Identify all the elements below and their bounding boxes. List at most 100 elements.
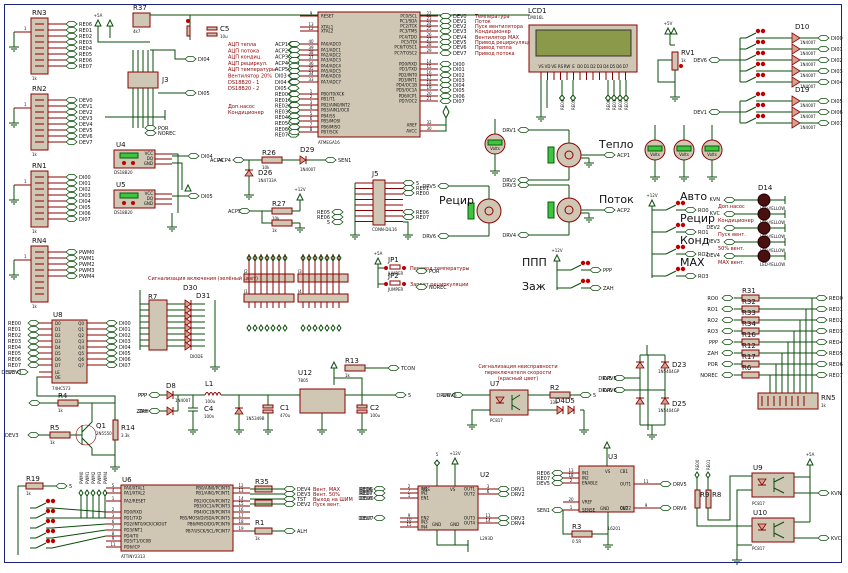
net-terminal-di04[interactable]: DI04 [184,56,210,64]
net-terminal-dev5[interactable]: DEV5 [65,127,93,135]
net-terminal-reo2[interactable]: REO2 [815,317,843,325]
net-terminal-x[interactable] [721,361,734,367]
net-terminal-di01[interactable]: DI01 [817,46,843,54]
switch[interactable] [740,50,766,61]
net-terminal-ro0[interactable]: RO0 [684,207,709,215]
net-terminal-di07[interactable]: DI07 [105,362,131,370]
switch[interactable] [30,498,56,509]
net-terminal-drv4[interactable]: DRV4 [497,520,525,528]
net-terminal-di01[interactable]: DI01 [65,180,91,188]
net-terminal-reo4[interactable]: REO4 [815,339,843,347]
net-terminal-zah[interactable]: ZAH [136,408,161,416]
net-terminal-drv5[interactable]: DRV5 [598,375,626,383]
net-terminal-re00[interactable]: RE00 [402,190,429,198]
net-terminal-dev7[interactable]: DEV7 [358,515,386,523]
net-terminal-x[interactable] [288,96,301,102]
net-terminal-re06[interactable]: RE06 [65,57,92,65]
net-terminal-di04[interactable]: DI04 [105,344,131,352]
net-terminal-pwm4[interactable]: PWM4 [65,273,94,281]
net-terminal-alh[interactable]: ALH [283,528,307,536]
switch[interactable] [740,113,766,124]
switch-ro1[interactable] [660,222,686,233]
net-terminal-x[interactable] [288,41,301,47]
switch[interactable] [740,61,766,72]
switch-ro2[interactable] [660,244,686,255]
net-terminal-ro2[interactable]: RO2 [684,251,709,259]
net-terminal-acp4[interactable]: ACP4 [218,157,245,165]
net-terminal-dev6[interactable]: DEV6 [439,44,467,52]
net-terminal-di02[interactable]: DI02 [65,186,91,194]
net-terminal-re02[interactable]: RE02 [65,33,92,41]
net-terminal-drv5[interactable]: DRV5 [659,481,687,489]
net-terminal-reo6[interactable]: REO6 [815,361,843,369]
net-terminal-dev6[interactable]: DEV6 [358,495,386,503]
net-terminal-di03[interactable]: DI03 [817,68,843,76]
net-terminal-di07[interactable]: DI07 [65,216,91,224]
net-terminal-x[interactable] [288,129,301,135]
net-terminal-dev3[interactable]: DEV3 [1,369,29,377]
switch[interactable] [740,28,766,39]
net-terminal-5[interactable]: 5 [327,219,344,227]
net-terminal-acp1[interactable]: ACP1 [603,152,630,160]
net-terminal-di05[interactable]: DI05 [65,204,91,212]
net-terminal-dev5[interactable]: DEV5 [536,480,564,488]
switch-ro0[interactable] [660,200,686,211]
net-terminal-dev6[interactable]: DEV6 [65,133,93,141]
switch[interactable] [740,102,766,113]
net-terminal-5[interactable]: 5 [579,392,596,400]
net-terminal-di07[interactable]: DI07 [439,98,465,106]
net-terminal-ro1[interactable]: RO1 [684,229,709,237]
net-terminal-di01[interactable]: DI01 [105,326,131,334]
switch-ro3[interactable] [660,266,686,277]
net-terminal-pwm3[interactable]: PWM3 [65,267,94,275]
net-terminal-di01[interactable]: DI01 [439,66,465,74]
net-terminal-di04[interactable]: DI04 [65,198,91,206]
net-terminal-di05[interactable]: DI05 [817,98,843,106]
net-terminal-drv5[interactable]: DRV5 [422,183,450,191]
switch[interactable] [30,538,56,549]
net-terminal-x[interactable] [721,306,734,312]
net-terminal-di02[interactable]: DI02 [105,332,131,340]
net-terminal-sen1[interactable]: SEN1 [324,157,351,165]
net-terminal-dev3[interactable]: DEV3 [65,115,93,123]
switch[interactable] [30,508,56,519]
switch-zah[interactable] [565,278,591,289]
net-terminal-pwm2[interactable]: PWM2 [65,261,94,269]
net-terminal-dev4[interactable]: DEV4 [65,121,93,129]
net-terminal-di05[interactable]: DI05 [184,90,210,98]
net-terminal-di03[interactable]: DI03 [105,338,131,346]
net-terminal-pwm0[interactable]: PWM0 [65,249,94,257]
switch[interactable] [740,91,766,102]
switch[interactable] [30,518,56,529]
net-terminal-pwm1[interactable]: PWM1 [65,255,94,263]
net-terminal-drv6[interactable]: DRV6 [659,505,687,513]
net-terminal-re07[interactable]: RE07 [402,214,429,222]
net-terminal-acp2[interactable]: ACP2 [603,207,630,215]
net-terminal-x[interactable] [721,350,734,356]
net-terminal-di02[interactable]: DI02 [817,57,843,65]
switch[interactable] [740,72,766,83]
net-terminal-por[interactable]: POR [415,268,440,276]
net-terminal-reo1[interactable]: REO1 [815,306,843,314]
switch[interactable] [30,528,56,539]
net-terminal-di00[interactable]: DI00 [105,320,131,328]
net-terminal-dev1[interactable]: DEV1 [693,109,721,117]
net-terminal-reo0[interactable]: REO0 [815,295,843,303]
net-terminal-x[interactable] [288,79,301,85]
net-terminal-x[interactable] [238,208,251,214]
net-terminal-reo3[interactable]: REO3 [815,328,843,336]
net-terminal-di00[interactable]: DI00 [817,35,843,43]
net-terminal-kvc[interactable]: KVC [817,535,842,543]
net-terminal-dev3[interactable]: DEV3 [439,28,467,36]
net-terminal-dev0[interactable]: DEV0 [65,97,93,105]
net-terminal-di04[interactable]: DI04 [187,153,213,161]
net-terminal-re03[interactable]: RE03 [65,39,92,47]
net-terminal-ppp[interactable]: PPP [138,392,161,400]
net-terminal-x[interactable] [288,107,301,113]
net-terminal-5[interactable]: 5 [55,483,72,491]
net-terminal-drv2[interactable]: DRV2 [497,491,525,499]
net-terminal-re07[interactable]: RE07 [65,63,92,71]
net-terminal-x[interactable] [288,118,301,124]
net-terminal-reo7[interactable]: REO7 [815,372,843,380]
net-terminal-drv6[interactable]: DRV6 [422,233,450,241]
